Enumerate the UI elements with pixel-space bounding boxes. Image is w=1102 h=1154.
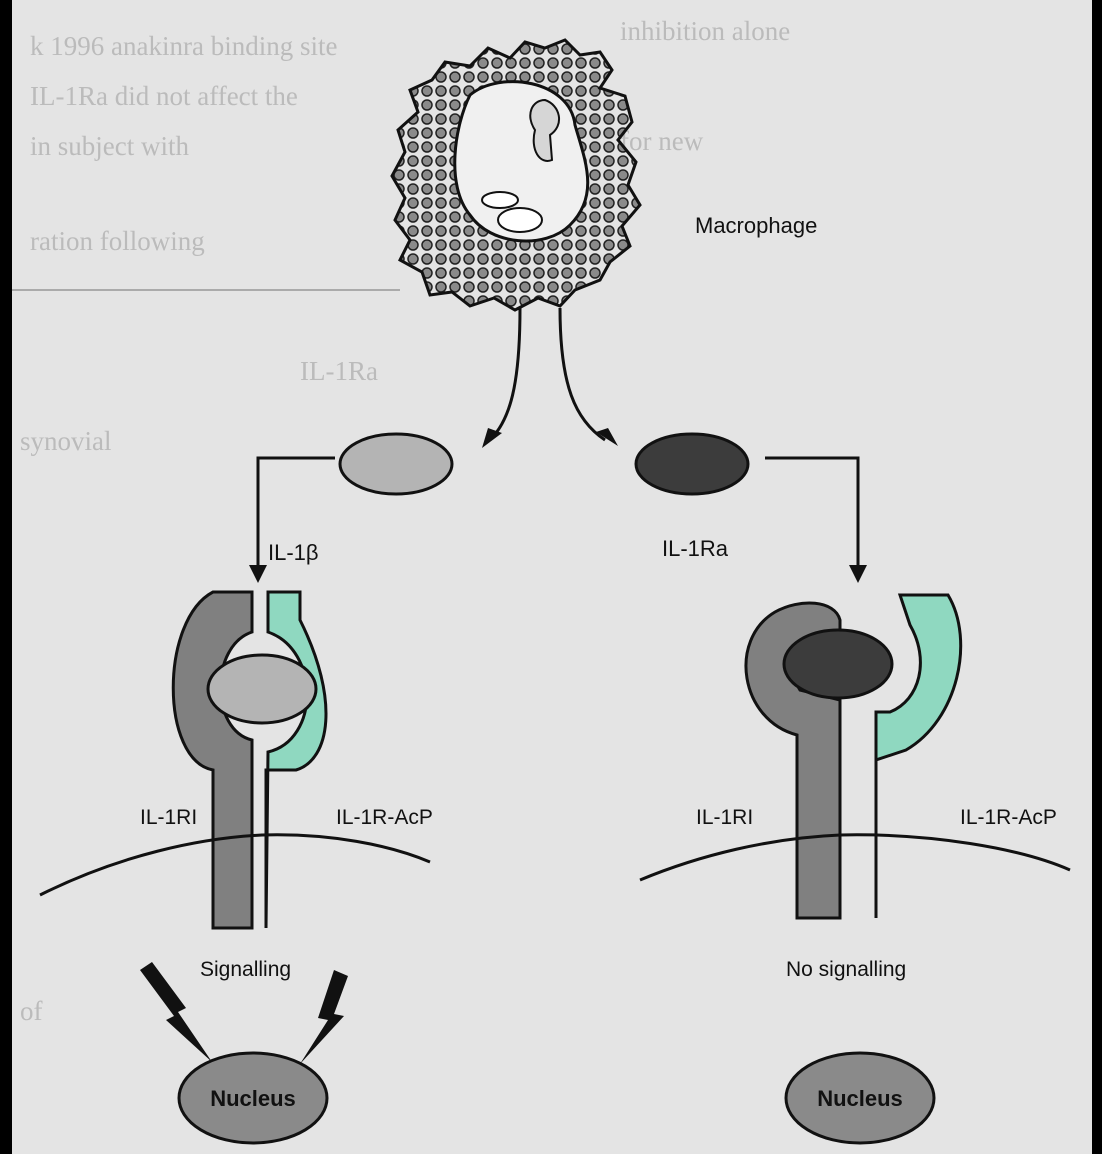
signalling-label: Signalling	[200, 958, 291, 981]
il1ra-molecule	[636, 434, 748, 494]
nucleus-left-label: Nucleus	[210, 1086, 296, 1111]
svg-text:synovial: synovial	[20, 426, 112, 456]
svg-text:k 1996 anakinra binding site: k 1996 anakinra binding site	[30, 31, 337, 61]
il1ra-bound	[784, 630, 892, 698]
il1ra-label: IL-1Ra	[662, 536, 729, 561]
svg-text:inhibition alone: inhibition alone	[620, 16, 790, 46]
macrophage-label: Macrophage	[695, 213, 817, 238]
svg-text:in subject with: in subject with	[30, 131, 189, 161]
svg-text:of: of	[20, 996, 43, 1026]
il1b-bound	[208, 655, 316, 723]
svg-text:ration following: ration following	[30, 226, 205, 256]
il1b-molecule	[340, 434, 452, 494]
il1ri-right-label: IL-1RI	[696, 806, 753, 829]
no-signalling-label: No signalling	[786, 958, 906, 981]
il1b-label: IL-1β	[268, 540, 319, 565]
svg-text:IL-1Ra: IL-1Ra	[300, 356, 378, 386]
macrophage-cell	[392, 40, 640, 310]
nucleus-right-label: Nucleus	[817, 1086, 903, 1111]
svg-text:IL-1Ra did not affect the: IL-1Ra did not affect the	[30, 81, 298, 111]
il1ri-left-label: IL-1RI	[140, 806, 197, 829]
il1r-acp-right-label: IL-1R-AcP	[960, 806, 1057, 829]
svg-text:for new: for new	[620, 126, 704, 156]
il1r-acp-left-label: IL-1R-AcP	[336, 806, 433, 829]
